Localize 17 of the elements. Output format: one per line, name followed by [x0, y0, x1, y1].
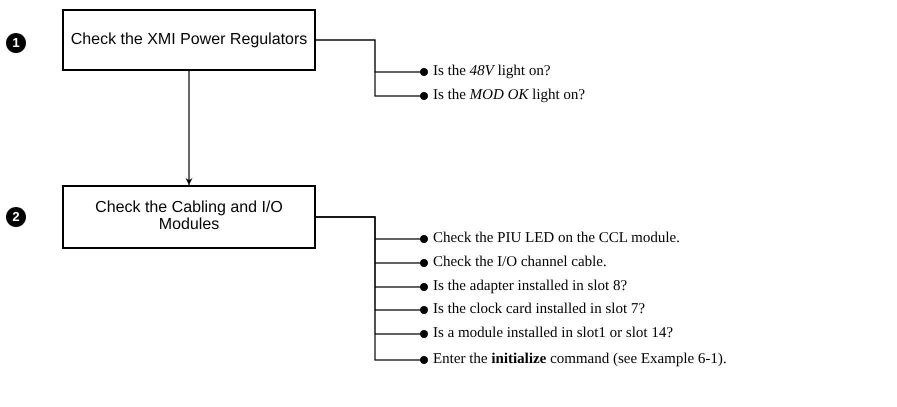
connector-line	[316, 216, 428, 364]
process-box	[62, 9, 316, 71]
check-item: Is a module installed in slot1 or slot 14?	[424, 324, 764, 344]
check-item: Check the PIU LED on the CCL module.	[424, 229, 764, 249]
check-item: Enter the initialize command (see Example 6-1).	[424, 350, 764, 370]
check-item: Is the MOD OK light on?	[424, 86, 624, 106]
process-box	[62, 185, 316, 249]
check-item: Is the 48V light on?	[424, 62, 624, 82]
step-text: Check the XMI Power Regulators	[70, 32, 308, 48]
step-number: 1	[6, 33, 26, 53]
arrow	[186, 71, 192, 185]
check-item: Is the clock card installed in slot 7?	[424, 300, 764, 320]
check-item: Is the adapter installed in slot 8?	[424, 277, 764, 297]
check-item: Check the I/O channel cable.	[424, 253, 764, 273]
step-text: Check the Cabling and I/O Modules	[94, 200, 284, 234]
connector-line	[316, 39, 428, 100]
step-number: 2	[6, 207, 26, 227]
